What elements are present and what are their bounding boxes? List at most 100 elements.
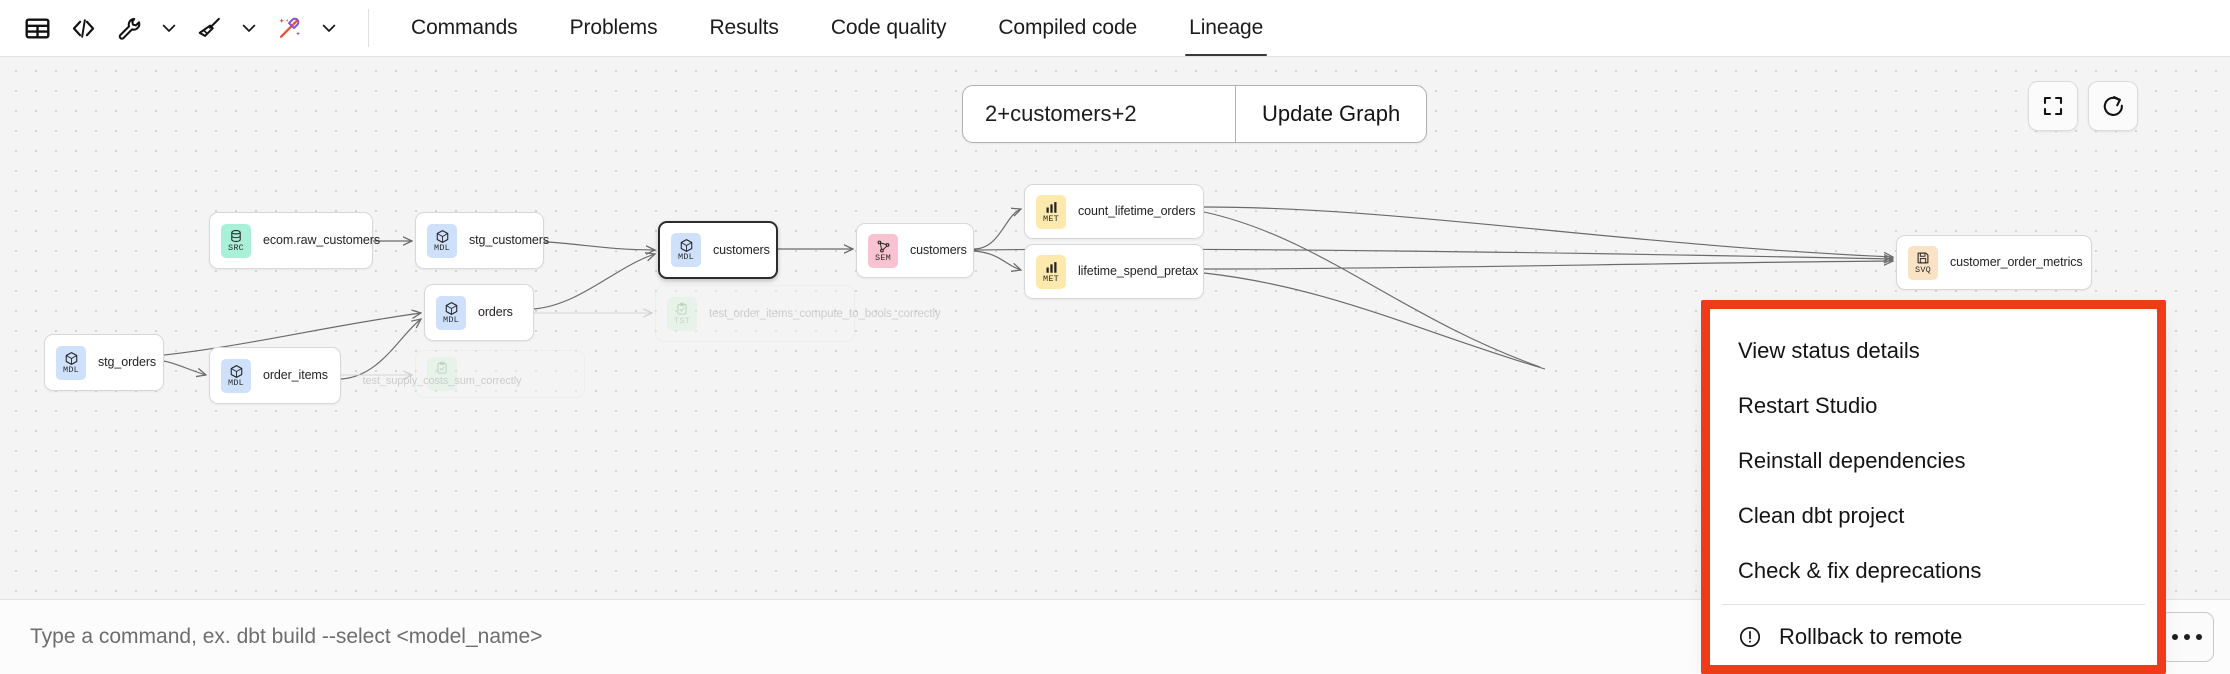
node-label: order_items — [263, 368, 328, 382]
panel-tabs: Commands Problems Results Code quality C… — [385, 0, 1289, 56]
graph-search-divider — [1235, 86, 1236, 142]
code-brackets-icon — [72, 18, 94, 38]
node-type-badge-met: MET — [1036, 254, 1066, 289]
tab-lineage[interactable]: Lineage — [1163, 0, 1289, 56]
cube-icon — [435, 229, 450, 244]
lineage-node-ecom-raw-customers[interactable]: SRC ecom.raw_customers — [209, 212, 380, 269]
badge-code: MDL — [228, 377, 244, 388]
tab-compiled-code[interactable]: Compiled code — [972, 0, 1163, 56]
lineage-node-customers-model[interactable]: MDL customers — [658, 221, 778, 279]
lineage-node-stg-customers[interactable]: MDL stg_customers — [415, 212, 549, 269]
node-type-badge-tst: TST — [667, 296, 697, 331]
clipboard-check-icon — [675, 302, 689, 317]
lineage-node-orders[interactable]: MDL orders — [424, 284, 534, 341]
lineage-node-lifetime-spend-pretax[interactable]: MET lifetime_spend_pretax — [1024, 244, 1204, 299]
network-icon — [876, 239, 891, 254]
command-input[interactable] — [28, 624, 1962, 650]
refresh-graph-button[interactable] — [2088, 81, 2138, 131]
tab-label: Commands — [411, 16, 518, 39]
node-label: stg_customers — [469, 233, 549, 247]
tab-label: Code quality — [830, 16, 947, 39]
node-label: orders — [478, 305, 513, 319]
badge-code: MET — [1043, 273, 1059, 284]
chevron-down-icon — [322, 24, 336, 32]
badge-code: MDL — [678, 252, 694, 262]
node-label: test_supply_costs_sum_correctly — [362, 375, 522, 387]
tab-label: Results — [709, 16, 779, 39]
node-type-badge-tst: test_supply_costs_sum_correctly — [363, 357, 522, 391]
menu-item-label: View status details — [1738, 337, 1920, 363]
ai-assist-button[interactable] — [268, 8, 310, 48]
build-tools-chevron[interactable] — [154, 8, 184, 48]
node-type-badge-met: MET — [1036, 194, 1066, 229]
menu-divider — [1722, 604, 2145, 605]
badge-code: SEM — [875, 252, 891, 263]
menu-item-reinstall-dependencies[interactable]: Reinstall dependencies — [1710, 433, 2157, 488]
database-icon — [229, 229, 243, 244]
tab-results[interactable]: Results — [683, 0, 804, 56]
broom-icon — [198, 17, 220, 37]
lineage-node-test-supply-costs[interactable]: test_supply_costs_sum_correctly — [363, 350, 585, 398]
graph-select-input[interactable] — [963, 86, 1235, 142]
code-view-button[interactable] — [62, 8, 104, 48]
badge-code: MDL — [63, 364, 79, 375]
menu-item-restart-studio[interactable]: Restart Studio — [1710, 378, 2157, 433]
lineage-node-customer-order-metrics[interactable]: SVQ customer_order_metrics — [1896, 235, 2092, 290]
cube-icon — [64, 351, 79, 366]
bar-chart-icon — [1044, 200, 1059, 215]
node-label: test_order_items_compute_to_bools_correc… — [709, 307, 941, 320]
badge-code: SRC — [228, 242, 244, 253]
tab-problems[interactable]: Problems — [544, 0, 684, 56]
top-toolbar: Commands Problems Results Code quality C… — [0, 0, 2230, 57]
ellipsis-icon — [2184, 634, 2190, 640]
chevron-down-icon — [242, 24, 256, 32]
node-type-badge-svq: SVQ — [1908, 245, 1938, 280]
table-icon — [25, 18, 49, 38]
toolbar-divider — [368, 9, 369, 47]
lineage-node-order-items[interactable]: MDL order_items — [209, 347, 341, 404]
node-label: count_lifetime_orders — [1078, 204, 1196, 218]
table-view-button[interactable] — [16, 8, 58, 48]
chevron-down-icon — [162, 24, 176, 32]
magic-wand-icon — [278, 17, 300, 38]
format-button[interactable] — [188, 8, 230, 48]
badge-code: MET — [1043, 213, 1059, 224]
menu-item-label: Check & fix deprecations — [1738, 557, 1982, 583]
menu-item-label: Restart Studio — [1738, 392, 1878, 418]
menu-item-view-status-details[interactable]: View status details — [1710, 323, 2157, 378]
tab-commands[interactable]: Commands — [385, 0, 544, 56]
node-label: stg_orders — [98, 355, 157, 369]
build-tools-button[interactable] — [108, 8, 150, 48]
menu-item-clean-dbt-project[interactable]: Clean dbt project — [1710, 488, 2157, 543]
cube-icon — [679, 238, 694, 253]
node-type-badge-sem: SEM — [868, 233, 898, 268]
alert-circle-icon — [1738, 625, 1762, 649]
badge-code: MDL — [434, 242, 450, 253]
format-chevron[interactable] — [234, 8, 264, 48]
ellipsis-icon — [2172, 634, 2178, 640]
editor-tool-group — [0, 0, 385, 56]
update-graph-button[interactable]: Update Graph — [1236, 86, 1426, 142]
save-icon — [1916, 251, 1930, 266]
node-label: customer_order_metrics — [1950, 255, 2083, 269]
node-type-badge-mdl: MDL — [436, 295, 466, 330]
menu-item-check-fix-deprecations[interactable]: Check & fix deprecations — [1710, 543, 2157, 598]
node-type-badge-mdl: MDL — [56, 345, 86, 380]
lineage-node-count-lifetime-orders[interactable]: MET count_lifetime_orders — [1024, 184, 1204, 239]
node-type-badge-mdl: MDL — [671, 233, 701, 267]
more-options-button[interactable] — [2160, 612, 2214, 662]
menu-item-rollback-to-remote[interactable]: Rollback to remote — [1710, 609, 2157, 664]
lineage-node-test-order-items[interactable]: TST test_order_items_compute_to_bools_co… — [655, 285, 941, 342]
fit-view-button[interactable] — [2028, 81, 2078, 131]
menu-item-label: Reinstall dependencies — [1738, 447, 1966, 473]
lineage-node-stg-orders[interactable]: MDL stg_orders — [44, 334, 164, 391]
badge-code: MDL — [443, 314, 459, 325]
ai-assist-chevron[interactable] — [314, 8, 344, 48]
lineage-node-customers-semantic[interactable]: SEM customers — [856, 223, 974, 278]
wrench-icon — [118, 17, 140, 40]
node-label: ecom.raw_customers — [263, 233, 380, 247]
node-label: customers — [910, 243, 967, 257]
tab-label: Compiled code — [998, 16, 1138, 39]
tab-code-quality[interactable]: Code quality — [805, 0, 973, 56]
graph-selector-bar: Update Graph — [962, 85, 1428, 143]
